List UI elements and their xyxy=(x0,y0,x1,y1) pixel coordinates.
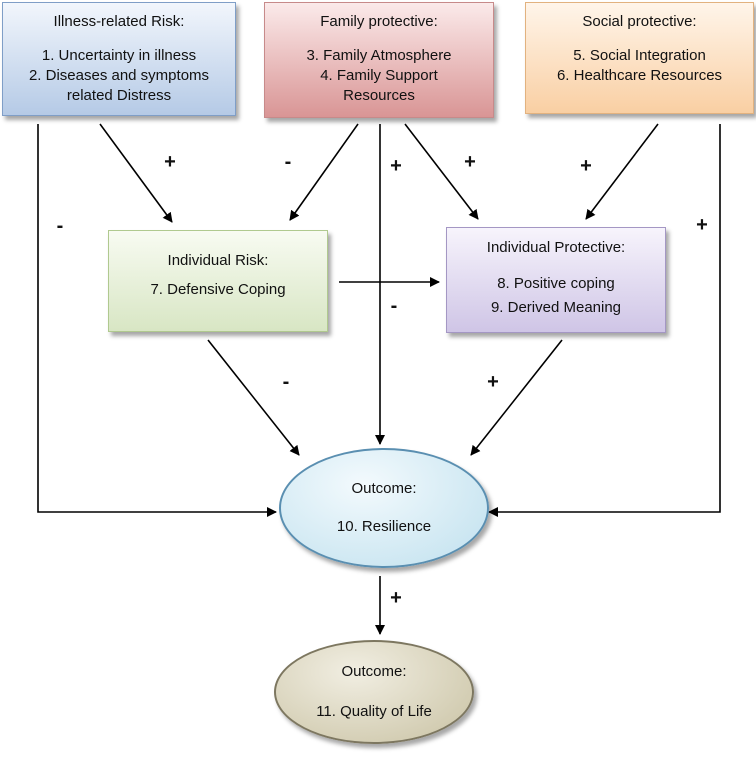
node-item: 11. Quality of Life xyxy=(316,703,432,720)
node-title: Individual Protective: xyxy=(486,239,626,256)
node-item: 4. Family Support xyxy=(320,67,438,84)
edge-family-to-individual-protective xyxy=(404,123,479,220)
edge-family-to-individual-risk xyxy=(289,123,359,221)
edge-sign-illness-to-individual-risk: + xyxy=(164,151,176,173)
edge-sign-social-to-resilience: + xyxy=(696,214,708,236)
social-protective-box: Social protective: 5. Social Integration… xyxy=(525,2,754,114)
node-item: related Distress xyxy=(66,87,172,104)
node-item: 8. Positive coping xyxy=(497,275,615,292)
node-title: Social protective: xyxy=(582,13,697,30)
node-item: 2. Diseases and symptoms xyxy=(28,67,210,84)
edge-sign-individual-protective-to-resilience: + xyxy=(487,371,499,393)
node-title: Family protective: xyxy=(320,13,438,30)
edge-sign-individual-risk-to-individual-protective: - xyxy=(390,295,398,317)
edge-social-to-resilience xyxy=(488,124,721,517)
node-title: Illness-related Risk: xyxy=(53,13,185,30)
edge-sign-family-to-individual-risk: - xyxy=(284,151,292,173)
edge-sign-illness-to-resilience: - xyxy=(56,215,64,237)
edge-sign-social-to-individual-protective: + xyxy=(580,155,592,177)
quality-of-life-outcome-ellipse: Outcome: 11. Quality of Life xyxy=(274,640,474,744)
edge-individual-protective-to-resilience xyxy=(470,339,563,456)
node-item: 1. Uncertainty in illness xyxy=(41,47,197,64)
illness-related-risk-box: Illness-related Risk: 1. Uncertainty in … xyxy=(2,2,236,116)
node-item: 6. Healthcare Resources xyxy=(556,67,723,84)
node-item: 10. Resilience xyxy=(336,518,432,535)
node-item: 3. Family Atmosphere xyxy=(306,47,452,64)
edge-sign-family-to-resilience: + xyxy=(390,155,402,177)
individual-risk-box: Individual Risk: 7. Defensive Coping xyxy=(108,230,328,332)
edge-sign-family-to-individual-protective: + xyxy=(464,151,476,173)
node-title: Individual Risk: xyxy=(167,252,269,269)
node-item: 5. Social Integration xyxy=(573,47,706,64)
family-protective-box: Family protective: 3. Family Atmosphere … xyxy=(264,2,494,118)
edge-sign-individual-risk-to-resilience: - xyxy=(282,371,290,393)
edge-sign-resilience-to-quality-of-life: + xyxy=(390,587,402,609)
edge-illness-to-individual-risk xyxy=(99,123,173,223)
edge-illness-to-resilience xyxy=(37,124,277,517)
node-item: 7. Defensive Coping xyxy=(150,281,286,298)
edge-social-to-individual-protective xyxy=(585,123,659,220)
node-item: Resources xyxy=(343,87,415,104)
edge-individual-risk-to-resilience xyxy=(207,339,300,456)
node-title: Outcome: xyxy=(341,663,407,680)
node-item: 9. Derived Meaning xyxy=(490,299,622,316)
node-title: Outcome: xyxy=(351,480,417,497)
individual-protective-box: Individual Protective: 8. Positive copin… xyxy=(446,227,666,333)
resilience-outcome-ellipse: Outcome: 10. Resilience xyxy=(279,448,489,568)
